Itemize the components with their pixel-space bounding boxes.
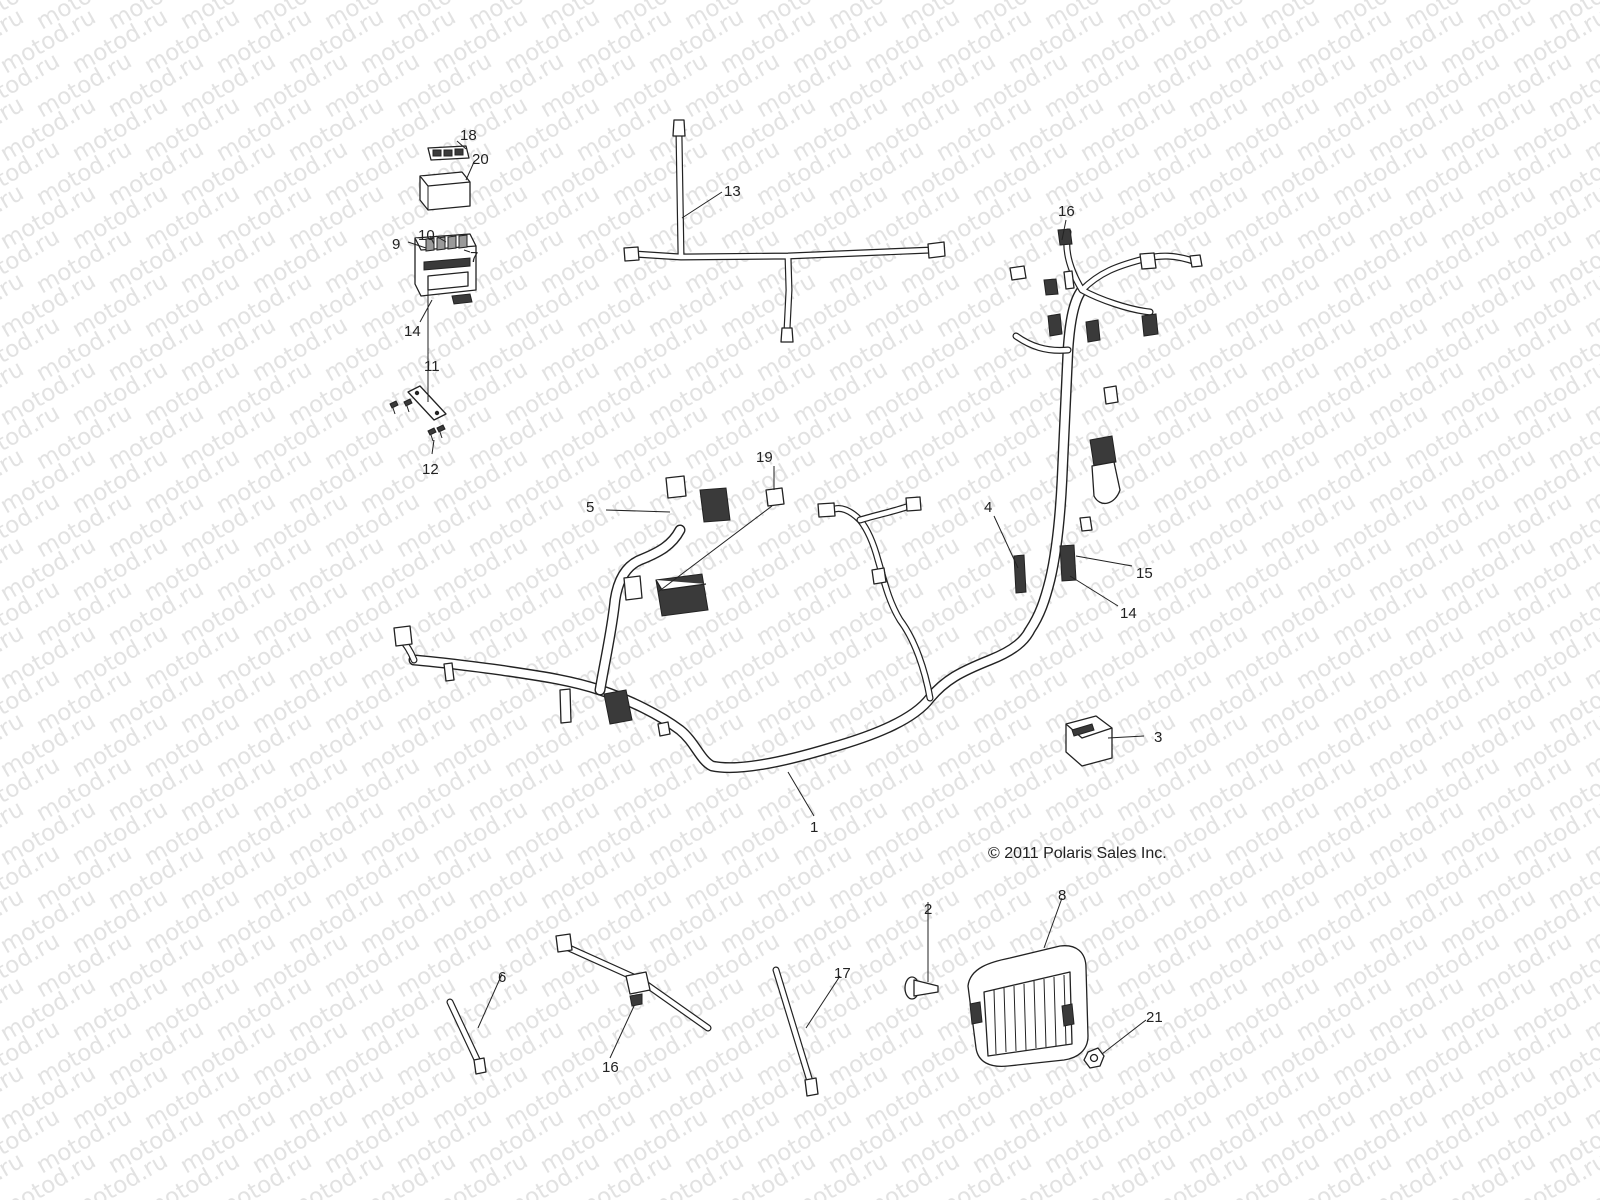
callout-14-harness: 14 bbox=[1120, 605, 1137, 622]
callout-18: 18 bbox=[460, 127, 477, 144]
connector-part-19[interactable] bbox=[765, 487, 785, 507]
callout-16-lower: 16 bbox=[602, 1059, 619, 1076]
callout-20: 20 bbox=[472, 151, 489, 168]
callout-15: 15 bbox=[1136, 565, 1153, 582]
callout-10: 10 bbox=[418, 227, 435, 244]
cable-tie-part-6[interactable] bbox=[446, 998, 487, 1075]
cable-tie-part-17[interactable] bbox=[772, 966, 819, 1097]
callout-8: 8 bbox=[1058, 887, 1066, 904]
callout-13: 13 bbox=[724, 183, 741, 200]
main-wiring-harness-part[interactable] bbox=[393, 228, 1203, 774]
cable-tie-mount-part-16[interactable] bbox=[555, 933, 712, 1032]
copyright-notice: © 2011 Polaris Sales Inc. bbox=[988, 845, 1167, 862]
callout-6: 6 bbox=[498, 969, 506, 986]
callout-11: 11 bbox=[424, 358, 440, 375]
fuse-box-cover-part[interactable] bbox=[419, 171, 471, 211]
fuse-label-part[interactable] bbox=[427, 145, 470, 161]
nut-part-21[interactable] bbox=[1083, 1047, 1105, 1069]
callout-1: 1 bbox=[810, 819, 818, 836]
callout-5: 5 bbox=[586, 499, 594, 516]
cover-part-3[interactable] bbox=[1065, 715, 1113, 767]
mounting-bracket-part[interactable] bbox=[407, 385, 447, 421]
sub-harness-part[interactable] bbox=[623, 119, 946, 343]
callout-9: 9 bbox=[392, 236, 400, 253]
callout-labels: 18 20 10 9 7 14 11 12 13 16 19 5 4 15 14… bbox=[392, 127, 1163, 1076]
leader-lines bbox=[407, 140, 1147, 1059]
screw-part[interactable] bbox=[389, 398, 446, 442]
callout-16-upper: 16 bbox=[1058, 203, 1075, 220]
callout-2: 2 bbox=[924, 901, 932, 918]
callout-7: 7 bbox=[470, 249, 478, 266]
fuse-block-part[interactable] bbox=[414, 233, 477, 305]
callout-4: 4 bbox=[984, 499, 992, 516]
callout-3: 3 bbox=[1154, 729, 1162, 746]
voltage-regulator-part-8[interactable] bbox=[967, 945, 1089, 1068]
push-rivet-part-2[interactable] bbox=[904, 976, 939, 1000]
callout-12: 12 bbox=[422, 461, 439, 478]
callout-19: 19 bbox=[756, 449, 773, 466]
callout-17: 17 bbox=[834, 965, 851, 982]
callout-21: 21 bbox=[1146, 1009, 1163, 1026]
callout-14-fuse-block: 14 bbox=[404, 323, 421, 340]
